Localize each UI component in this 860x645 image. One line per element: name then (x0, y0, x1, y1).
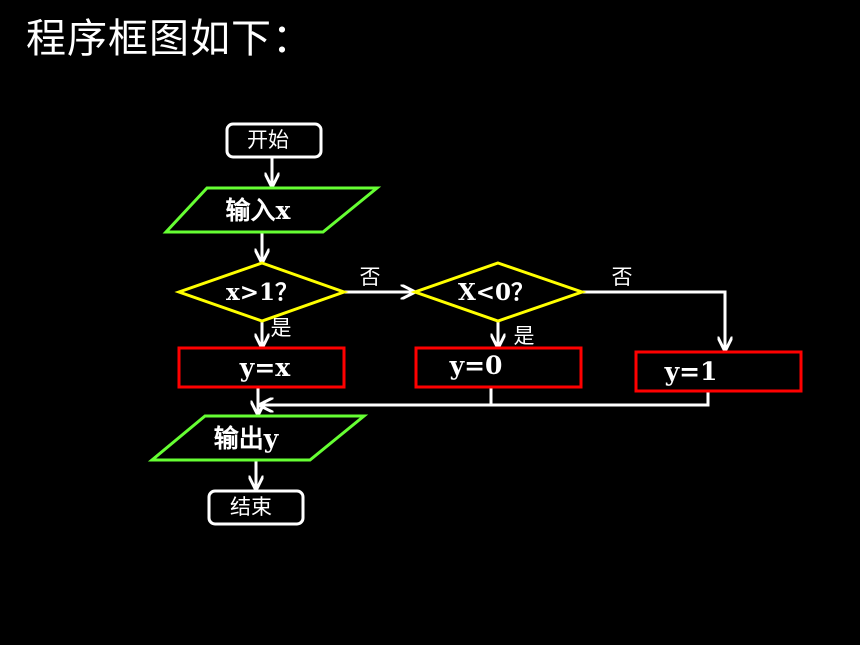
process-node-yx: y=x (177, 346, 346, 389)
decision-node-2: X<0？ (410, 261, 587, 323)
edges (256, 158, 725, 489)
assign-0-label: y=0 (449, 351, 503, 380)
cond1-label: x>1？ (226, 279, 298, 306)
process-node-y1: y=1 (634, 350, 803, 393)
edge-assign1-merge (491, 392, 710, 407)
start-label: 开始 (247, 128, 289, 152)
cond2-no-label: 否 (612, 265, 633, 289)
end-node: 结束 (207, 489, 305, 526)
start-node: 开始 (225, 122, 323, 159)
process-node-y0: y=0 (414, 346, 583, 389)
cond1-no-label: 否 (360, 265, 381, 289)
output-label: 输出y (214, 424, 280, 453)
input-label: 输入x (226, 196, 292, 225)
cond2-label: X<0？ (458, 279, 534, 306)
input-node: 输入x (162, 186, 382, 234)
cond1-yes-label: 是 (271, 316, 292, 340)
page-title: 程序框图如下： (26, 16, 313, 62)
edge-cond2-no (582, 290, 725, 350)
assign-x-label: y=x (239, 353, 291, 382)
output-node: 输出y (147, 414, 369, 462)
decision-node-1: x>1？ (174, 261, 349, 323)
assign-1-label: y=1 (664, 357, 718, 386)
cond2-yes-label: 是 (514, 324, 535, 348)
end-label: 结束 (230, 495, 272, 519)
